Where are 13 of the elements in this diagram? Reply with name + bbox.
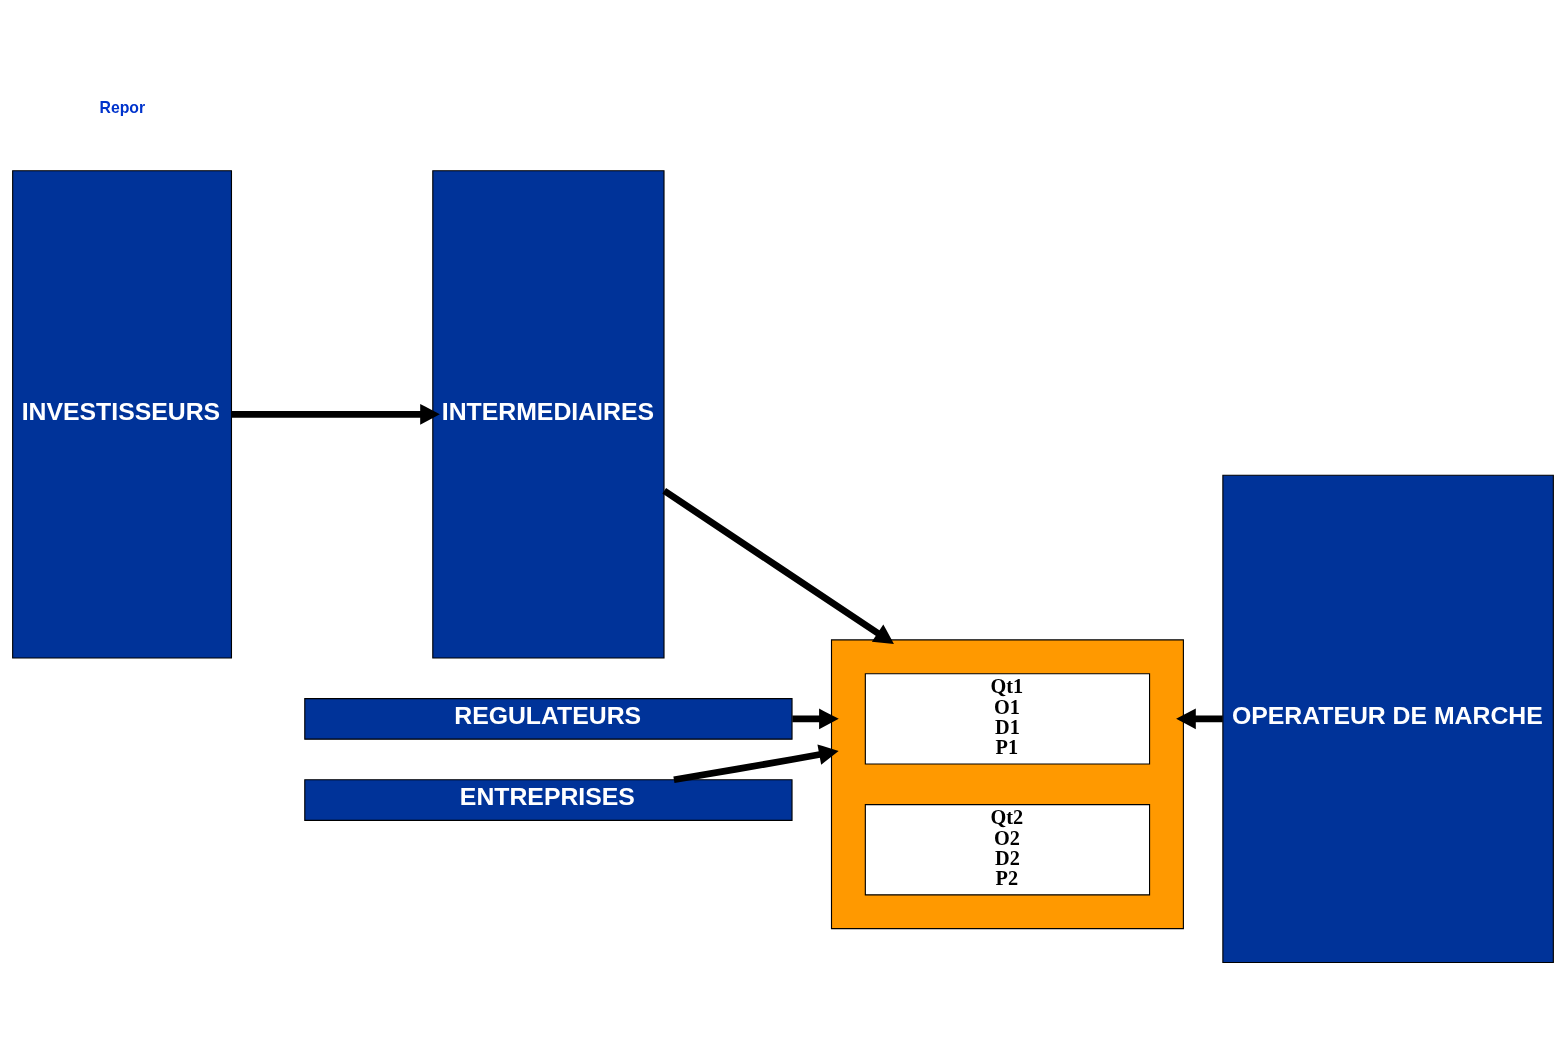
arrow [792,708,839,730]
node-box: INVESTISSEURS [12,170,233,659]
node-box: Qt1 O1 D1 P1 [864,673,1151,765]
node-box: OPERATEUR DE MARCHE [1222,474,1554,964]
node-box: ENTREPRISES [304,779,793,821]
node-box: Qt2 O2 D2 P2 [864,804,1151,896]
arrow [662,487,894,644]
arrow [231,404,440,425]
arrow [1176,708,1223,730]
node-box: REGULATEURS [304,698,793,740]
cluster [830,639,1184,930]
label: Repor [99,98,146,116]
node-box: INTERMEDIAIRES [432,170,665,659]
